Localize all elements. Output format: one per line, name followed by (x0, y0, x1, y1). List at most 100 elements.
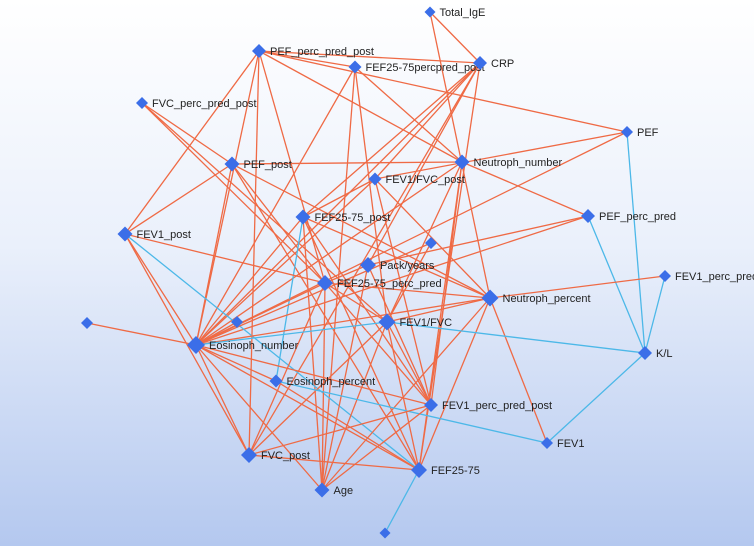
edge-fef25-75-perc-pred-to-fvc-post (248, 282, 326, 456)
node-neutroph-number[interactable]: Neutroph_number (454, 154, 563, 170)
edge-fev1-perc-pred-post-to-age (321, 404, 432, 491)
node-age[interactable]: Age (314, 482, 354, 498)
edge-fvc-post-to-fef25-75 (248, 454, 420, 471)
node-marker[interactable] (411, 462, 427, 478)
node-marker[interactable] (136, 97, 148, 109)
node-marker[interactable] (621, 126, 633, 138)
node-marker[interactable] (81, 317, 93, 329)
node-marker[interactable] (424, 6, 436, 18)
node-marker[interactable] (454, 154, 470, 170)
edge-unlabeled-1-to-eosinoph-number (195, 242, 432, 346)
node-fvc-perc-pred-post[interactable]: FVC_perc_pred_post (136, 97, 257, 110)
node-label: Neutroph_number (474, 157, 563, 169)
node-fvc-post[interactable]: FVC_post (241, 447, 310, 463)
node-unlabeled-4[interactable] (379, 527, 391, 539)
node-k-l[interactable]: K/L (638, 346, 673, 360)
node-label: FVC_perc_pred_post (152, 98, 257, 110)
node-unlabeled-2[interactable] (81, 317, 93, 329)
node-marker[interactable] (231, 316, 243, 328)
edge-pef-post-to-eosinoph-number (195, 163, 233, 346)
edge-fev1-fvc-post-to-eosinoph-number (195, 178, 376, 346)
node-label: FEV1_perc_pred (675, 271, 754, 283)
edge-pef-post-to-fef25-75 (231, 163, 420, 471)
node-marker[interactable] (368, 172, 382, 186)
node-fev1-fvc[interactable]: FEV1/FVC (378, 313, 453, 331)
edge-total-ige-to-crp (429, 11, 481, 64)
node-marker[interactable] (314, 482, 330, 498)
node-marker[interactable] (295, 209, 311, 225)
node-marker[interactable] (541, 437, 553, 449)
edge-pef-perc-pred-to-eosinoph-number (195, 215, 589, 346)
edge-pef-perc-pred-post-to-crp (258, 50, 481, 64)
node-eosinoph-number[interactable]: Eosinoph_number (187, 336, 299, 354)
node-label: FEF25-75percpred_post (366, 62, 485, 74)
node-marker[interactable] (378, 313, 396, 331)
node-fev1-fvc-post[interactable]: FEV1/FVC_post (368, 172, 465, 187)
node-marker[interactable] (252, 44, 266, 58)
node-neutroph-percent[interactable]: Neutroph_percent (481, 289, 591, 307)
edge-eosinoph-number-to-fef25-75 (195, 344, 420, 471)
node-marker[interactable] (638, 346, 652, 360)
node-fef25-75-post[interactable]: FEF25-75_post (295, 209, 391, 225)
node-fev1-perc-pred[interactable]: FEV1_perc_pred (659, 270, 754, 283)
edge-eosinoph-number-to-fev1-perc-pred-post (195, 344, 432, 406)
node-marker[interactable] (473, 56, 487, 70)
edge-neutroph-number-to-pef-perc-pred (461, 161, 589, 217)
node-pef-post[interactable]: PEF_post (224, 156, 292, 172)
edge-crp-to-eosinoph-number (195, 62, 481, 346)
node-marker[interactable] (224, 156, 240, 172)
edge-fev1-perc-pred-to-neutroph-percent (489, 275, 666, 299)
node-marker[interactable] (425, 237, 437, 249)
edge-fev1-post-to-fef25-75-perc-pred (124, 233, 326, 284)
node-pack-years[interactable]: Pack/years (360, 257, 435, 273)
node-marker[interactable] (360, 257, 376, 273)
node-unlabeled-1[interactable] (425, 237, 437, 249)
edge-fef25-75-post-to-eosinoph-percent (275, 216, 304, 382)
node-pef-perc-pred-post[interactable]: PEF_perc_pred_post (252, 44, 374, 58)
node-fef25-75percpred-post[interactable]: FEF25-75percpred_post (348, 60, 485, 75)
node-marker[interactable] (241, 447, 257, 463)
edge-eosinoph-number-to-age (195, 344, 323, 491)
edge-fef25-75-post-to-fev1-perc-pred-post (302, 216, 432, 406)
edge-fev1-post-to-eosinoph-number (124, 233, 197, 346)
node-marker[interactable] (659, 270, 671, 282)
edge-fev1-post-to-fvc-post (124, 233, 250, 456)
node-marker[interactable] (187, 336, 205, 354)
node-fev1-perc-pred-post[interactable]: FEV1_perc_pred_post (424, 398, 552, 412)
edge-fev1-perc-pred-post-to-fvc-post (248, 404, 432, 456)
node-label: FEV1 (557, 438, 585, 450)
node-marker[interactable] (424, 398, 438, 412)
node-fev1[interactable]: FEV1 (541, 437, 585, 450)
edge-neutroph-percent-to-fev1-fvc (386, 297, 491, 323)
edge-fev1-fvc-to-fev1-perc-pred-post (386, 321, 432, 406)
node-marker[interactable] (379, 527, 391, 539)
node-marker[interactable] (117, 226, 133, 242)
edge-fef25-75-post-to-fef25-75 (302, 216, 420, 471)
edge-crp-to-fev1-fvc-post (374, 62, 481, 180)
node-fev1-post[interactable]: FEV1_post (117, 226, 191, 242)
node-marker[interactable] (269, 374, 283, 388)
node-marker[interactable] (581, 209, 595, 223)
node-marker[interactable] (348, 60, 362, 74)
node-eosinoph-percent[interactable]: Eosinoph_percent (269, 374, 376, 389)
node-unlabeled-3[interactable] (231, 316, 243, 328)
edge-neutroph-percent-to-eosinoph-number (195, 297, 491, 346)
node-pef[interactable]: PEF (621, 126, 659, 139)
node-total-ige[interactable]: Total_IgE (424, 6, 486, 20)
edge-neutroph-percent-to-fev1 (489, 297, 548, 444)
edge-fef25-75percpred-post-to-fev1-fvc (354, 66, 388, 323)
node-label: PEF_post (244, 159, 292, 171)
node-fef25-75[interactable]: FEF25-75 (411, 462, 480, 478)
edge-fev1-fvc-post-to-fef25-75-post (302, 178, 376, 218)
node-marker[interactable] (317, 275, 333, 291)
node-label: FEV1_perc_pred_post (442, 400, 552, 412)
node-marker[interactable] (481, 289, 499, 307)
node-pef-perc-pred[interactable]: PEF_perc_pred (581, 209, 676, 223)
edge-pef-perc-pred-post-to-eosinoph-number (195, 50, 260, 346)
node-fef25-75-perc-pred[interactable]: FEF25-75_perc_pred (317, 275, 442, 291)
node-crp[interactable]: CRP (473, 56, 514, 70)
node-label: FEV1/FVC (400, 317, 453, 329)
edge-crp-to-fef25-75-post (302, 62, 481, 218)
edge-fef25-75-perc-pred-to-neutroph-percent (324, 282, 491, 299)
